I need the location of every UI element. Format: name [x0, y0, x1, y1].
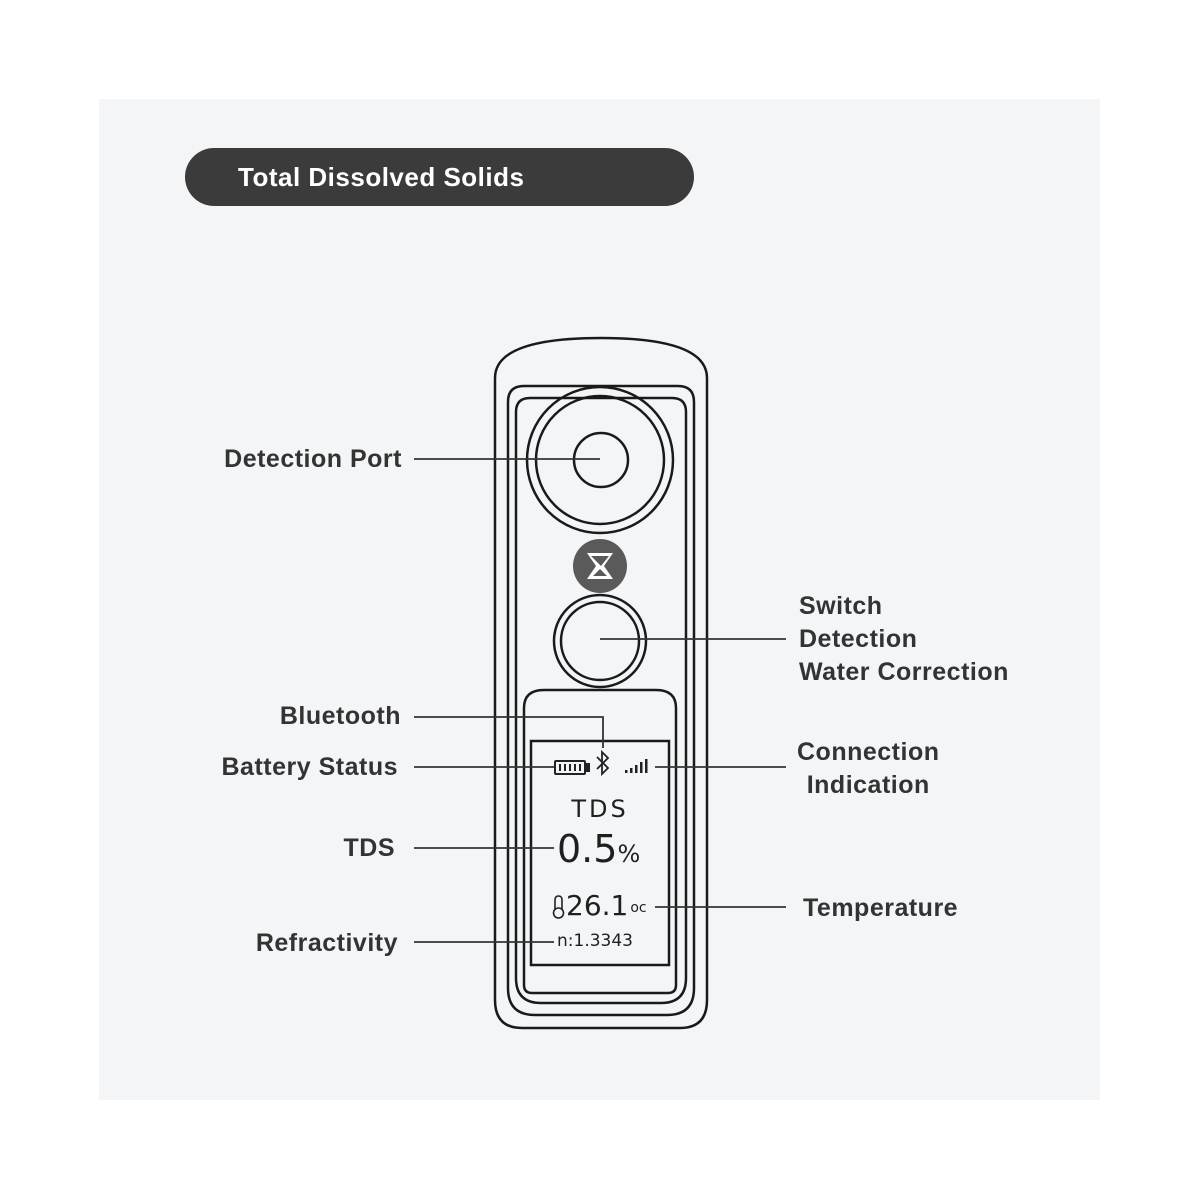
diagram-panel — [99, 99, 1100, 1100]
label-temperature: Temperature — [803, 894, 959, 922]
label-switch: Switch Detection Water Correction — [799, 590, 1009, 689]
label-detection-port: Detection Port — [224, 445, 402, 473]
label-switch-line1: Switch — [799, 592, 883, 620]
label-battery-status: Battery Status — [221, 753, 398, 781]
switch-button-outer — [552, 593, 648, 689]
label-tds: TDS — [343, 834, 395, 862]
battery-icon — [554, 760, 590, 775]
switch-button-inner — [559, 600, 641, 682]
label-switch-line2: Detection — [799, 625, 918, 653]
signal-strength-icon — [625, 759, 648, 773]
leader-bluetooth — [414, 716, 604, 748]
label-connection-line2: Indication — [806, 771, 930, 799]
screen-refractive-index: n:1.3343 — [557, 931, 633, 951]
screen-tds-unit: % — [617, 840, 641, 868]
screen-frame — [522, 688, 678, 995]
label-connection-line1: Connection — [797, 738, 940, 766]
thermometer-icon — [552, 895, 565, 919]
device-inner-bezel — [506, 384, 696, 1017]
label-switch-line3: Water Correction — [799, 658, 1009, 686]
detection-port-inner-ring — [534, 394, 666, 526]
screen-temperature-value: 26.1 — [566, 889, 629, 922]
screen-tds-reading: 0.5% — [557, 827, 640, 876]
bluetooth-icon — [596, 749, 610, 777]
screen-tds-value: 0.5 — [557, 827, 618, 871]
title-banner: Total Dissolved Solids — [185, 148, 694, 206]
brand-logo-icon — [573, 539, 627, 593]
detection-port-lens — [572, 431, 630, 489]
device-faceplate — [514, 396, 688, 1005]
device-outer-body — [493, 336, 709, 1030]
label-refractivity: Refractivity — [255, 929, 398, 957]
label-bluetooth: Bluetooth — [279, 702, 401, 730]
screen-display — [529, 739, 671, 967]
screen-temperature-unit: oc — [630, 900, 647, 916]
label-connection-indication: Connection Indication — [797, 736, 940, 802]
screen-mode-label: TDS — [571, 795, 629, 823]
detection-port-outer-ring — [525, 385, 675, 535]
